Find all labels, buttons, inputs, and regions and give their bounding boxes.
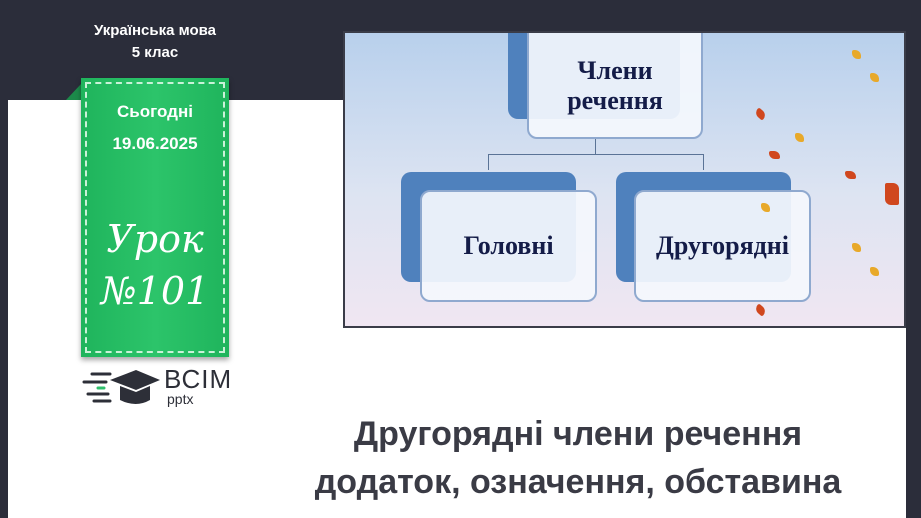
title-line-1: Другорядні члени речення <box>353 415 803 453</box>
leaf-icon <box>753 303 768 317</box>
title-line-2: додаток, означення, обставина <box>314 463 842 501</box>
slide-title: Другорядні члени речення додаток, означе… <box>250 410 906 506</box>
graduation-cap-icon <box>82 370 160 404</box>
ribbon-fold <box>66 84 81 100</box>
today-label: Сьогодні <box>117 102 193 121</box>
ribbon-stitch <box>85 82 225 353</box>
leaf-icon <box>845 171 856 179</box>
leaf-icon <box>852 243 861 252</box>
vsim-logo: ВСІМ pptx <box>80 364 240 410</box>
leaf-icon <box>852 50 861 59</box>
logo-sub: pptx <box>167 391 194 407</box>
child-label-secondary: Другорядні <box>655 231 790 260</box>
connector <box>488 154 489 170</box>
root-box: Члени речення <box>527 33 703 139</box>
leaf-icon <box>795 133 804 142</box>
connector <box>488 154 704 155</box>
leaf-icon <box>753 107 768 121</box>
logo-brand: ВСІМ <box>164 364 233 394</box>
date: 19.06.2025 <box>112 134 198 153</box>
leaf-icon <box>761 203 770 212</box>
child-box-secondary: Другорядні <box>634 190 811 302</box>
connector <box>703 154 704 170</box>
connector <box>595 139 596 155</box>
leaf-icon <box>870 73 879 82</box>
child-label-main: Головні <box>463 231 554 260</box>
grade: 5 клас <box>131 44 179 61</box>
lesson-label: Урок <box>106 217 204 261</box>
date-block: Сьогодні 19.06.2025 <box>81 96 229 160</box>
lesson-block: Урок №101 <box>81 213 229 317</box>
diagram-image: Члени речення Головні Другорядні <box>343 31 906 328</box>
subject-header: Українська мова 5 клас <box>40 20 270 64</box>
lesson-number: №101 <box>100 269 210 313</box>
lesson-ribbon: Сьогодні 19.06.2025 Урок №101 <box>81 78 229 357</box>
root-label: Члени речення <box>567 56 663 115</box>
subject-name: Українська мова <box>93 22 217 39</box>
child-box-main: Головні <box>420 190 597 302</box>
leaf-icon <box>870 267 879 276</box>
leaf-icon <box>769 151 780 159</box>
leaf-icon <box>885 183 899 205</box>
